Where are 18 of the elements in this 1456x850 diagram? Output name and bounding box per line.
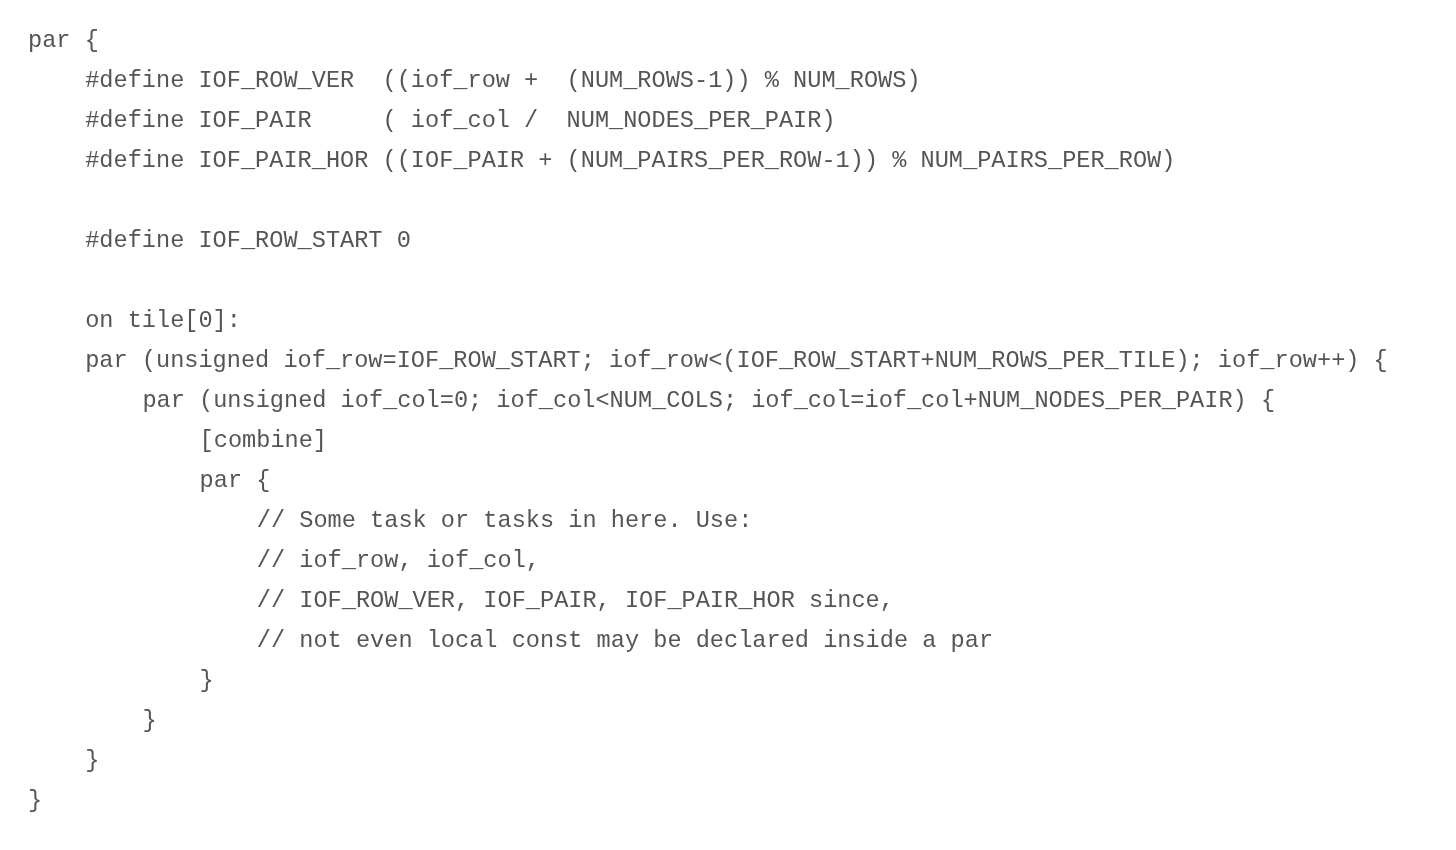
code-line: } xyxy=(199,666,214,696)
code-line: par { xyxy=(199,466,271,496)
code-line: par (unsigned iof_col=0; iof_col<NUM_COLS; iof_col=iof_col+NUM_NODES_PER_PAIR) { xyxy=(142,386,1276,416)
code-line: par { xyxy=(28,26,99,56)
code-line: // IOF_ROW_VER, IOF_PAIR, IOF_PAIR_HOR since, xyxy=(256,586,894,616)
code-line: par (unsigned iof_row=IOF_ROW_START; iof_row<(IOF_ROW_START+NUM_ROWS_PER_TILE); iof_row++) { xyxy=(85,346,1388,376)
code-line: // iof_row, iof_col, xyxy=(256,546,540,576)
code-line: #define IOF_ROW_VER ((iof_row + (NUM_ROWS-1)) % NUM_ROWS) xyxy=(85,66,921,96)
code-line: #define IOF_PAIR_HOR ((IOF_PAIR + (NUM_PAIRS_PER_ROW-1)) % NUM_PAIRS_PER_ROW) xyxy=(85,146,1176,176)
code-line: // not even local const may be declared inside a par xyxy=(256,626,994,656)
code-line: [combine] xyxy=(199,426,328,456)
code-line: #define IOF_ROW_START 0 xyxy=(85,226,411,256)
code-line: #define IOF_PAIR ( iof_col / NUM_NODES_PER_PAIR) xyxy=(85,106,836,136)
code-line: } xyxy=(28,786,43,816)
code-line: } xyxy=(142,706,157,736)
code-line: // Some task or tasks in here. Use: xyxy=(256,506,753,536)
code-line: on tile[0]: xyxy=(85,306,241,336)
code-line: } xyxy=(85,746,100,776)
